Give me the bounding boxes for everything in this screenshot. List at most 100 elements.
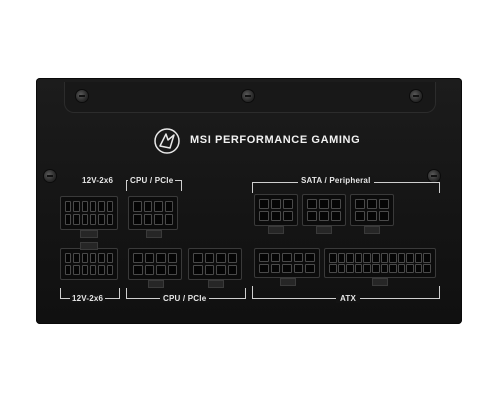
pin (319, 199, 329, 209)
pin (293, 264, 304, 273)
pin (156, 253, 166, 263)
pin (379, 199, 389, 209)
connector-12v-2x6-bottom[interactable] (60, 248, 118, 280)
pin (270, 253, 281, 262)
pin (259, 199, 269, 209)
pin (143, 201, 152, 212)
pin (305, 264, 315, 273)
connector-latch (80, 242, 98, 250)
pin (271, 211, 281, 221)
pin (397, 253, 406, 263)
label-atx: ATX (336, 294, 361, 303)
pin (133, 214, 142, 225)
pin (406, 253, 414, 263)
pin (282, 264, 292, 273)
pin (259, 211, 269, 221)
connector-atx-small[interactable] (254, 248, 320, 278)
connector-sata-2[interactable] (302, 194, 346, 226)
pin (346, 263, 354, 273)
pin (90, 214, 97, 225)
pin (98, 265, 105, 275)
connector-latch (208, 280, 224, 288)
pin (154, 214, 163, 225)
connector-latch (316, 226, 332, 234)
pin (133, 253, 143, 263)
pin (354, 253, 363, 263)
label-cpu-pcie-bottom: CPU / PCIe (160, 294, 210, 303)
pin (106, 214, 113, 225)
pin (337, 253, 346, 263)
pin (379, 211, 389, 221)
pin (65, 253, 72, 263)
pin (133, 265, 143, 275)
pin (73, 214, 80, 225)
pin (167, 265, 177, 275)
label-12v-2x6-bottom: 12V-2x6 (70, 294, 106, 303)
pin (282, 253, 292, 262)
connector-latch (364, 226, 380, 234)
connector-atx-main[interactable] (324, 248, 436, 278)
pin (98, 214, 105, 225)
screw-icon (428, 170, 440, 182)
brand-name: MSI PERFORMANCE GAMING (190, 134, 361, 146)
label-cpu-pcie-top: CPU / PCIe (128, 176, 176, 185)
connector-latch (372, 278, 388, 286)
connector-latch (280, 278, 296, 286)
pin (204, 253, 214, 263)
pin (81, 253, 88, 263)
pin (65, 265, 72, 275)
pin (414, 253, 423, 263)
pin (106, 201, 113, 212)
pin (414, 263, 423, 273)
pin (367, 211, 377, 221)
pin (106, 253, 113, 263)
pin (283, 199, 293, 209)
pin (270, 264, 281, 273)
pin (346, 253, 354, 263)
pin (307, 199, 317, 209)
pin (81, 201, 88, 212)
pin (319, 211, 329, 221)
pin (354, 263, 363, 273)
pin (397, 263, 406, 273)
connector-latch (80, 230, 98, 238)
connector-cpu-pcie-bottom-1[interactable] (128, 248, 182, 280)
connector-latch (148, 280, 164, 288)
pin (423, 253, 431, 263)
pin (271, 199, 281, 209)
pin (98, 253, 105, 263)
msi-dragon-logo-icon (154, 128, 180, 154)
pin (73, 253, 80, 263)
connector-cpu-pcie-bottom-2[interactable] (188, 248, 242, 280)
pin (65, 214, 72, 225)
pin (73, 265, 80, 275)
pin (355, 199, 365, 209)
pin (307, 211, 317, 221)
pin (164, 201, 173, 212)
connector-12v-2x6-top[interactable] (60, 196, 118, 230)
pin (144, 253, 154, 263)
pin (331, 211, 341, 221)
psu-modular-panel: MSI PERFORMANCE GAMING 12V-2x6 CPU / PCI… (36, 78, 462, 324)
pin (90, 201, 97, 212)
pin (227, 265, 237, 275)
pin (380, 263, 389, 273)
pin (367, 199, 377, 209)
pin (293, 253, 304, 262)
pin (65, 201, 72, 212)
pin (363, 263, 371, 273)
screw-icon (76, 90, 88, 102)
pin (363, 253, 371, 263)
pin (216, 265, 226, 275)
connector-cpu-pcie-top[interactable] (128, 196, 178, 230)
pin (329, 263, 337, 273)
pin (329, 253, 337, 263)
pin (259, 253, 269, 262)
pin (164, 214, 173, 225)
connector-sata-1[interactable] (254, 194, 298, 226)
pin (305, 253, 315, 262)
screw-icon (410, 90, 422, 102)
connector-sata-3[interactable] (350, 194, 394, 226)
pin (98, 201, 105, 212)
pin (143, 214, 152, 225)
